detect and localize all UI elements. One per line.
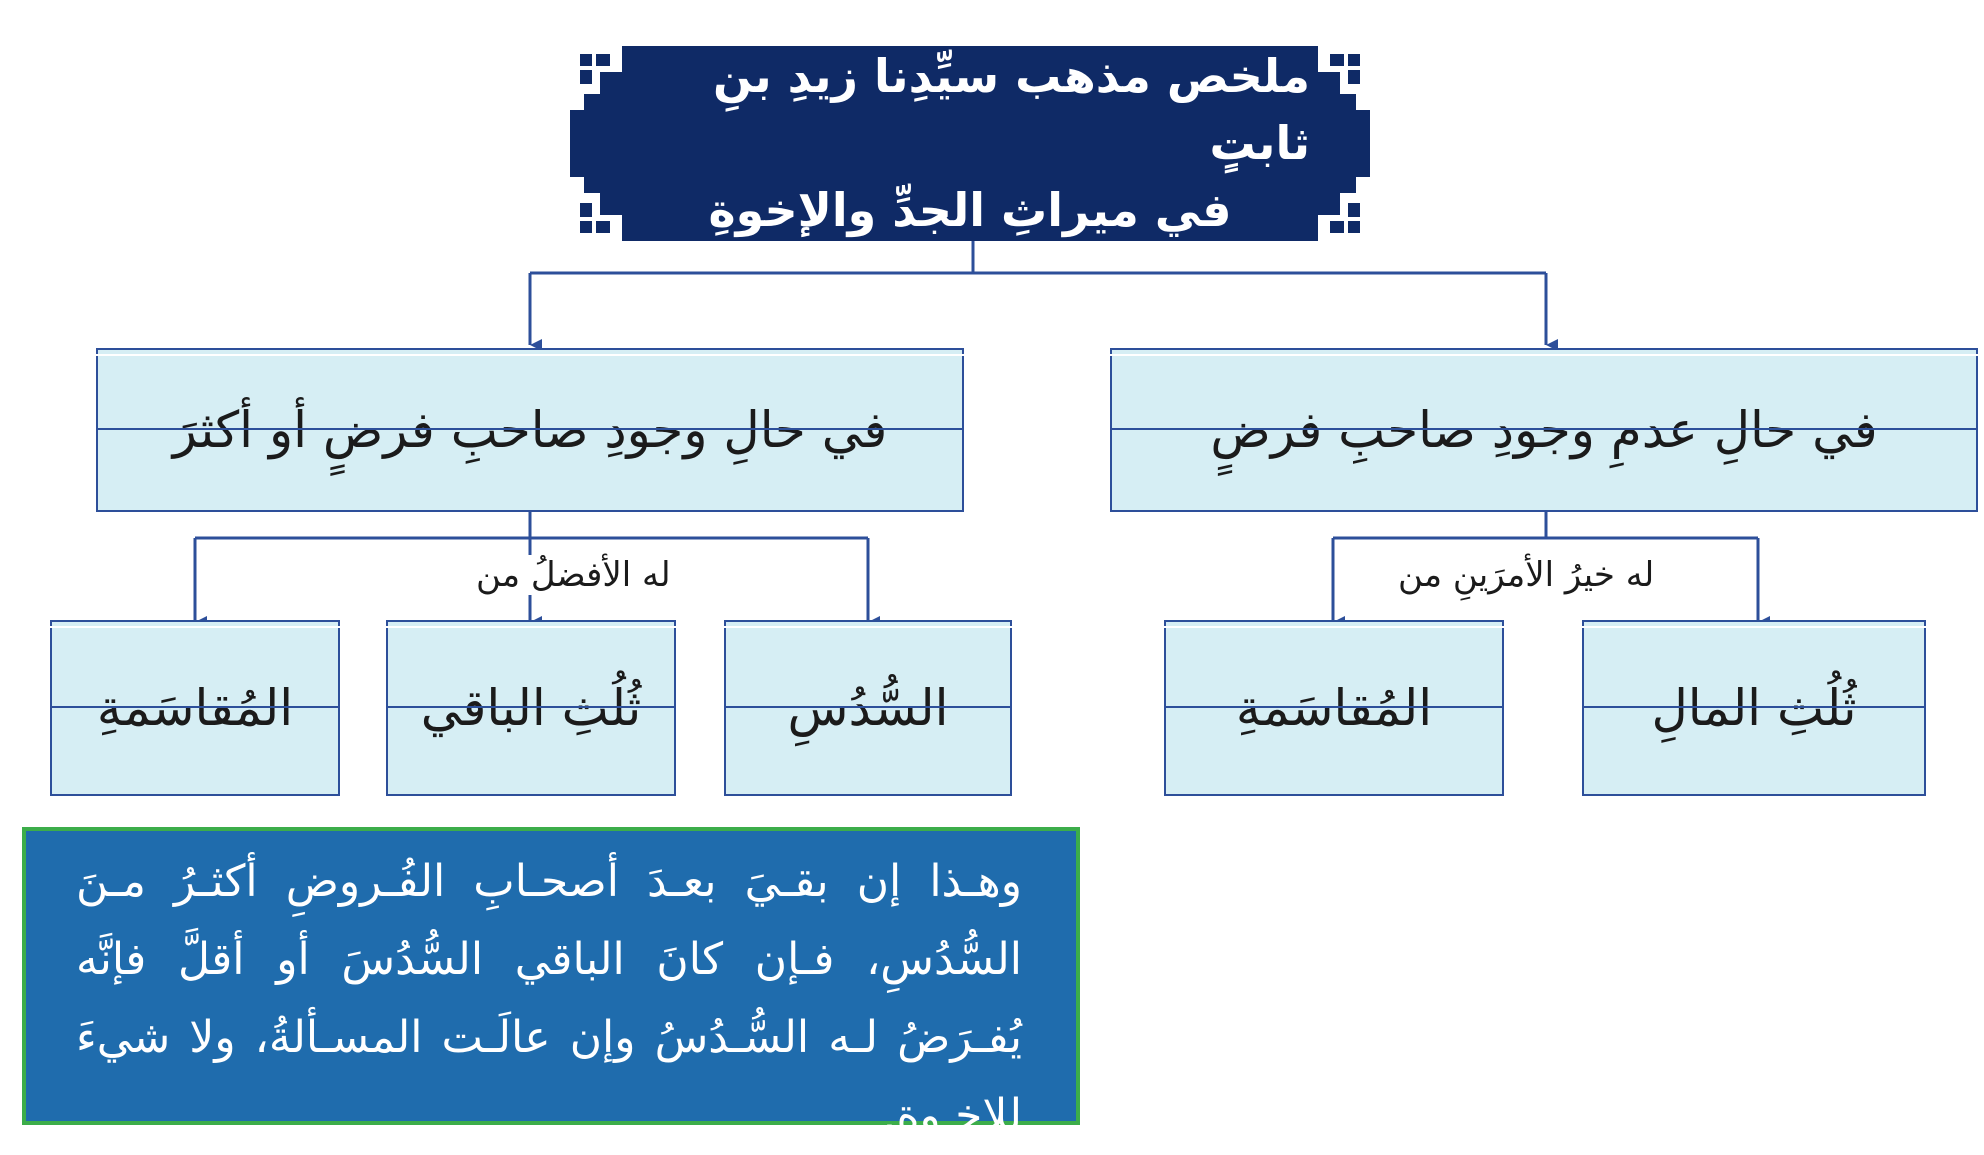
right-heading-box: في حالِ عدمِ وجودِ صاحبِ فرضٍ — [1110, 348, 1978, 512]
left-heading-box: في حالِ وجودِ صاحبِ فرضٍ أو أكثرَ — [96, 348, 964, 512]
note-box: وهـذا إن بقـيَ بعـدَ أصحـابِ الفُـروضِ أ… — [22, 827, 1080, 1141]
left-connector-label: له الأفضلُ من — [470, 555, 677, 595]
left-option-text-3: المُقاسَمةِ — [96, 679, 294, 737]
left-option-box-3: المُقاسَمةِ — [50, 620, 340, 796]
right-connector-label: له خيرُ الأمرَينِ من — [1392, 555, 1661, 595]
left-option-text-2: ثُلُثِ الباقي — [420, 679, 642, 737]
title-line-2: في ميراثِ الجدِّ والإخوةِ — [708, 182, 1232, 237]
right-option-box-1: ثُلُثِ المالِ — [1582, 620, 1926, 796]
title-line-1: ملخص مذهب سيِّدِنا زيدِ بنِ ثابتٍ — [713, 49, 1310, 171]
right-option-box-2: المُقاسَمةِ — [1164, 620, 1504, 796]
left-option-box-1: السُّدُسِ — [724, 620, 1012, 796]
left-option-text-1: السُّدُسِ — [787, 679, 949, 737]
right-option-text-2: المُقاسَمةِ — [1235, 679, 1433, 737]
right-heading-text: في حالِ عدمِ وجودِ صاحبِ فرضٍ — [1210, 401, 1878, 459]
right-option-text-1: ثُلُثِ المالِ — [1651, 679, 1857, 737]
title-banner-shape — [570, 46, 1370, 241]
title-banner: ملخص مذهب سيِّدِنا زيدِ بنِ ثابتٍ في مير… — [570, 46, 1370, 241]
left-option-box-2: ثُلُثِ الباقي — [386, 620, 676, 796]
note-text: وهـذا إن بقـيَ بعـدَ أصحـابِ الفُـروضِ أ… — [76, 856, 1022, 1141]
left-heading-text: في حالِ وجودِ صاحبِ فرضٍ أو أكثرَ — [172, 401, 888, 459]
title-text: ملخص مذهب سيِّدِنا زيدِ بنِ ثابتٍ في مير… — [630, 49, 1310, 236]
